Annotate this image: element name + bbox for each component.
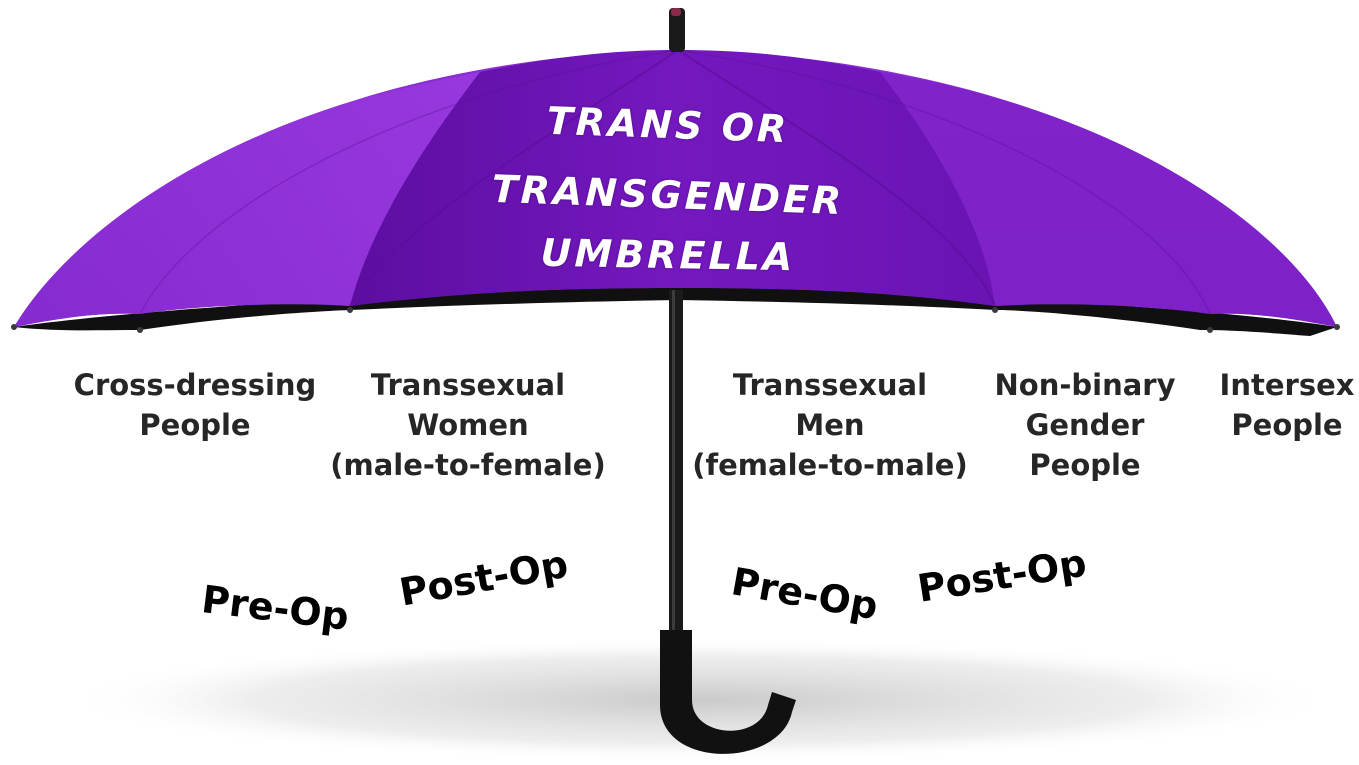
category-cross-dressing: Cross-dressing People (45, 365, 345, 445)
category-intersex: Intersex People (1217, 365, 1357, 445)
category-non-binary: Non-binary Gender People (935, 365, 1235, 485)
category-transsexual-women: Transsexual Women (male-to-female) (318, 365, 618, 485)
